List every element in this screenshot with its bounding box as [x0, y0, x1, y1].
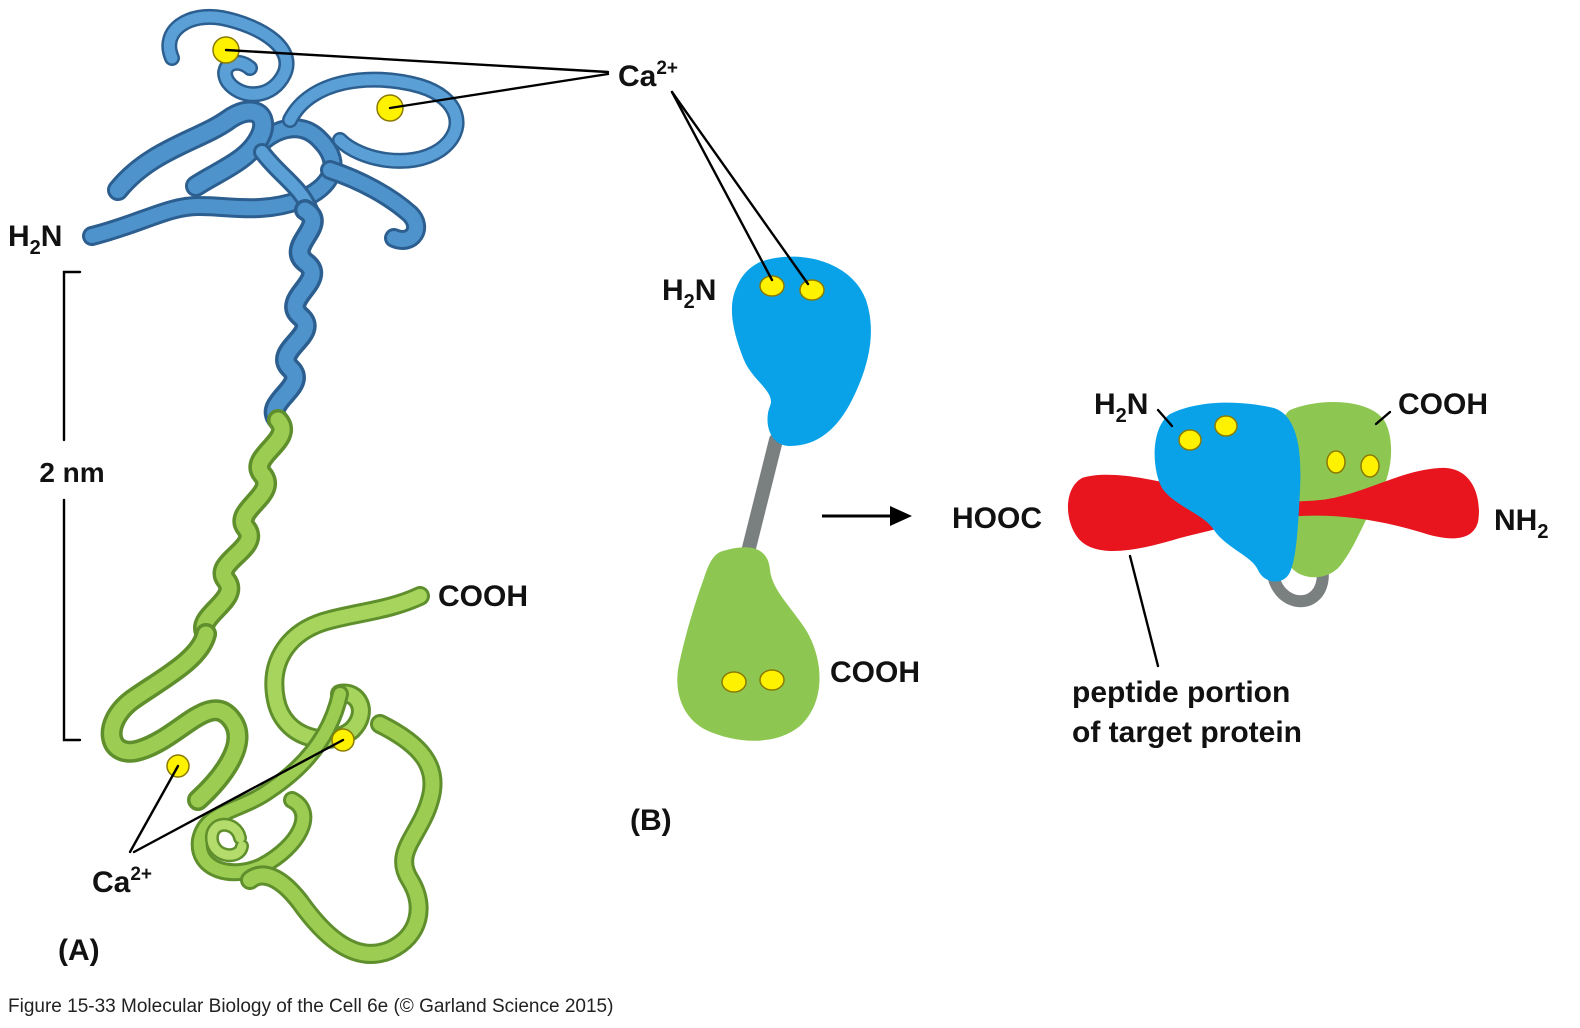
n-lobe: [731, 256, 871, 446]
calcium-ion: [721, 671, 747, 693]
calcium-ion: [1214, 415, 1238, 437]
scale-bracket: [62, 270, 82, 742]
c-domain-ribbon: [100, 586, 443, 964]
calcium-ion: [759, 669, 785, 691]
linker: [739, 433, 783, 567]
figure-caption: Figure 15-33 Molecular Biology of the Ce…: [8, 996, 613, 1017]
n-terminus-label-b-bound: H2N: [1094, 388, 1148, 427]
c-lobe: [677, 547, 820, 741]
calcium-ion: [1360, 454, 1380, 478]
c-lobe: [1279, 401, 1392, 578]
c-terminus-label-a: COOH: [438, 580, 528, 613]
peptide-right-label: NH2: [1494, 504, 1548, 543]
right-arrow-icon: [822, 506, 912, 526]
peptide-caption-line-1: peptide portion: [1072, 676, 1290, 709]
panel-b: H2N COOH H2N COOH HOOC NH2: [630, 90, 1548, 837]
c-terminus-label-b-bound: COOH: [1398, 388, 1488, 421]
bound-complex: [1067, 401, 1479, 668]
ca-label-bottom: Ca2+: [92, 864, 152, 899]
n-terminus-label-a: H2N: [8, 220, 62, 259]
central-helix: [193, 199, 324, 645]
calcium-ion: [759, 275, 785, 297]
panel-a: 2 nm Ca2+ Ca2+ H2N COOH (A): [8, 8, 678, 967]
panel-b-label: (B): [630, 804, 672, 837]
calcium-ion: [1326, 450, 1346, 474]
panel-a-label: (A): [58, 934, 100, 967]
calcium-ion: [1178, 429, 1202, 451]
peptide-left-label: HOOC: [952, 502, 1042, 535]
n-domain-ribbon: [82, 8, 465, 250]
n-terminus-label-b-free: H2N: [662, 274, 716, 313]
scale-label: 2 nm: [39, 457, 104, 488]
peptide-caption-line-2: of target protein: [1072, 716, 1302, 749]
free-calmodulin: [670, 90, 871, 741]
calcium-ion: [799, 279, 825, 301]
ca-label-top: Ca2+: [618, 58, 678, 93]
c-terminus-label-b-free: COOH: [830, 656, 920, 689]
leader-lines-a: [128, 48, 610, 854]
